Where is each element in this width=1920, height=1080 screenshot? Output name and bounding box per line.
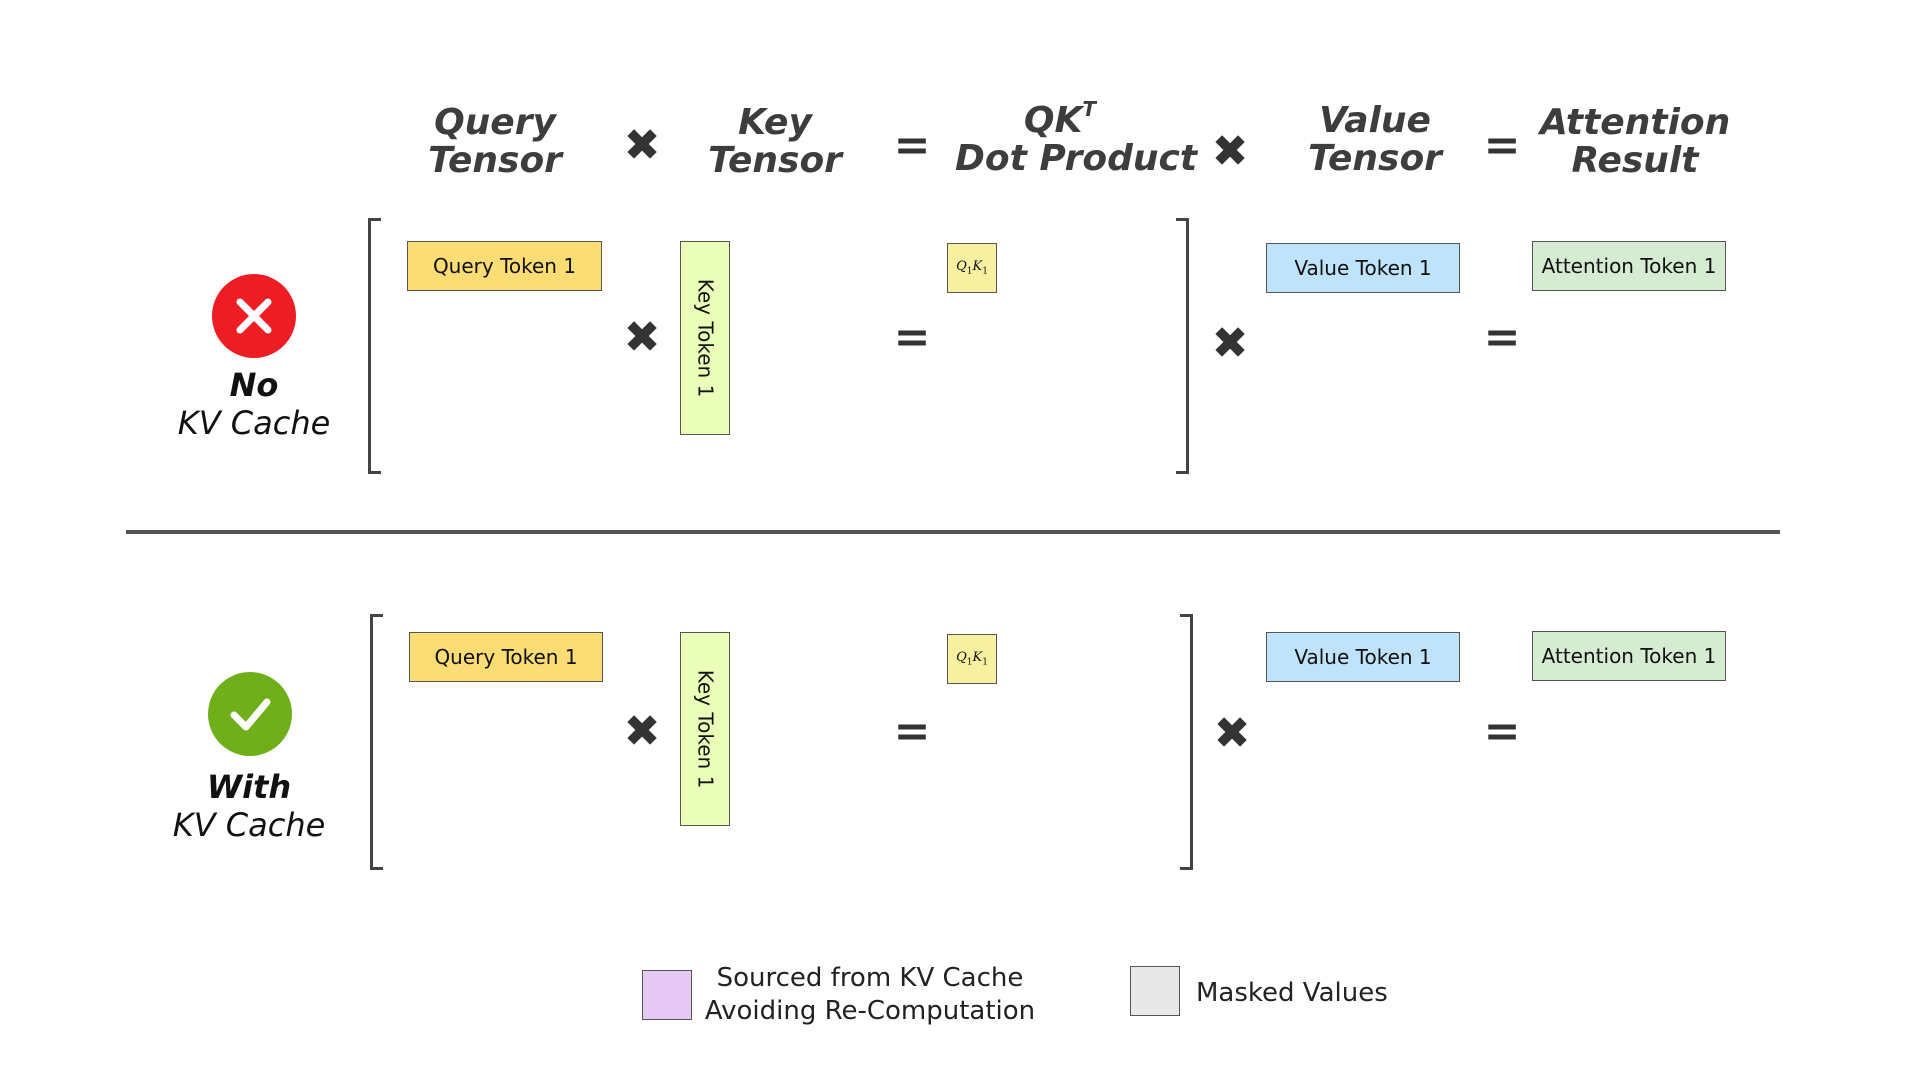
row-label-italic: KV Cache [177,404,331,442]
value-token-label: Value Token 1 [1294,645,1432,669]
legend-label-masked: Masked Values [1196,977,1388,1010]
row-label-bold: No [229,366,279,404]
query-token: Query Token 1 [409,632,603,682]
header-attention-line2: Result [1571,140,1699,181]
key-token: Key Token 1 [680,241,730,435]
legend-kv-line2: Avoiding Re-Computation [704,996,1036,1026]
attention-token-label: Attention Token 1 [1541,254,1717,278]
left-bracket [368,218,381,474]
header-query-line1: Query [434,102,556,143]
right-bracket [1180,614,1193,870]
header-attention-line1: Attention [1540,102,1731,143]
header-key-line1: Key [738,102,812,143]
legend-label-kv-cache: Sourced from KV Cache Avoiding Re-Comput… [702,962,1038,1028]
header-value-tensor: Value Tensor [1300,102,1450,178]
left-bracket [370,614,383,870]
equals-icon: = [893,312,931,363]
header-query-line2: Tensor [428,140,562,181]
header-key-tensor: Key Tensor [700,104,850,180]
x-icon [212,274,296,358]
legend-swatch-kv-cache [642,970,692,1020]
section-divider [126,530,1780,534]
legend-kv-line1: Sourced from KV Cache [716,963,1024,993]
multiply-icon: ✖ [623,312,661,363]
key-token-label: Key Token 1 [693,278,718,398]
value-token: Value Token 1 [1266,632,1460,682]
equals-icon: = [1483,706,1521,757]
equals-icon: = [1483,120,1521,171]
header-attention-result: Attention Result [1540,104,1730,180]
query-token: Query Token 1 [407,241,602,291]
attention-token-label: Attention Token 1 [1541,644,1717,668]
equals-icon: = [893,120,931,171]
multiply-icon: ✖ [623,120,661,171]
header-dot-product-line1: QKT [1023,97,1097,141]
qk-token-label: Q1K1 [956,259,988,277]
header-value-line2: Tensor [1308,138,1442,179]
attention-token: Attention Token 1 [1532,631,1726,681]
qk-token: Q1K1 [947,634,997,684]
row-label-no-kv-cache: No KV Cache [154,366,354,442]
header-key-line2: Tensor [708,140,842,181]
multiply-icon: ✖ [623,706,661,757]
legend-masked-text: Masked Values [1196,978,1388,1008]
qk-token: Q1K1 [947,243,997,293]
header-dot-product: QKT Dot Product [955,97,1198,179]
query-token-label: Query Token 1 [432,254,577,278]
right-bracket [1176,218,1189,474]
qk-token-label: Q1K1 [956,650,988,668]
value-token: Value Token 1 [1266,243,1460,293]
check-icon [208,672,292,756]
row-label-italic: KV Cache [172,806,326,844]
multiply-icon: ✖ [1213,708,1251,759]
row-label-bold: With [206,768,292,806]
multiply-icon: ✖ [1211,126,1249,177]
header-query-tensor: Query Tensor [420,104,570,180]
multiply-icon: ✖ [1211,318,1249,369]
header-value-line1: Value [1319,100,1431,141]
row-label-with-kv-cache: With KV Cache [149,768,349,844]
header-dot-product-line2: Dot Product [955,138,1198,179]
key-token: Key Token 1 [680,632,730,826]
equals-icon: = [1483,312,1521,363]
attention-token: Attention Token 1 [1532,241,1726,291]
query-token-label: Query Token 1 [434,645,578,669]
value-token-label: Value Token 1 [1294,256,1432,280]
equals-icon: = [893,706,931,757]
legend-swatch-masked [1130,966,1180,1016]
key-token-label: Key Token 1 [693,669,718,789]
